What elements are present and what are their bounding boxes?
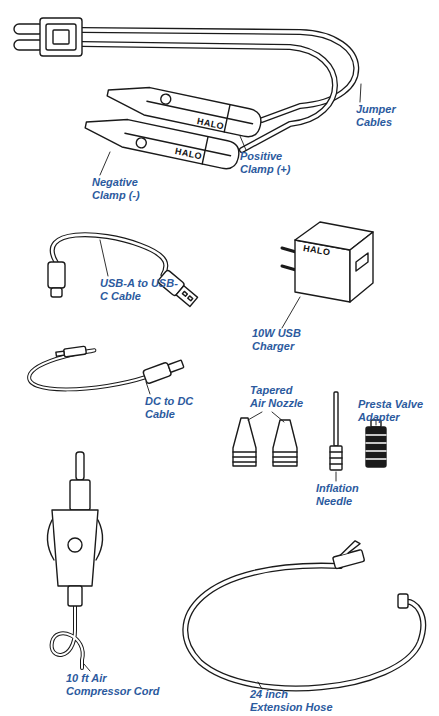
negative-clamp (202, 137, 208, 164)
inflation-needle (330, 457, 342, 458)
extension-hose (185, 566, 423, 689)
presta-adapter (366, 450, 386, 451)
presta-adapter (366, 427, 386, 467)
leader-lines (248, 412, 262, 420)
tapered-nozzle (233, 418, 256, 466)
car-plug-cord (52, 605, 83, 668)
tapered-nozzle (273, 451, 297, 452)
leader-lines (282, 297, 300, 328)
usb-charger (295, 240, 350, 302)
ec5-plug (46, 24, 76, 50)
dc-cable (168, 360, 184, 372)
car-plug-cord (47, 520, 54, 560)
part-label: Positive Clamp (+) (240, 150, 298, 176)
leader-lines (360, 84, 361, 102)
dc-cable (143, 357, 185, 384)
inflation-needle (330, 463, 342, 464)
car-plug-cord (47, 452, 102, 668)
leader-lines (84, 84, 376, 689)
usb-cable (176, 286, 198, 307)
leader-lines (258, 682, 262, 689)
inflation-needle (330, 451, 342, 452)
part-label: 24 inch Extension Hose (250, 688, 338, 714)
car-plug-cord (68, 538, 82, 552)
dc-cable (29, 346, 185, 389)
leader-lines (100, 240, 108, 276)
part-label: Tapered Air Nozzle (250, 384, 308, 410)
dc-cable (56, 346, 87, 358)
inflation-needle (330, 446, 342, 470)
leader-lines (240, 136, 246, 150)
usb-cable (48, 262, 65, 288)
dc-cable (64, 346, 87, 357)
positive-clamp (160, 93, 172, 105)
brand-logo: HALO (302, 244, 331, 258)
leader-lines (100, 152, 110, 175)
inflation-needle (334, 392, 338, 446)
tapered-nozzle (233, 461, 256, 462)
brand-logo: HALO (174, 147, 203, 162)
part-label: Jumper Cables (356, 103, 406, 129)
tapered-nozzle (233, 456, 256, 457)
negative-clamp (135, 137, 147, 149)
leader-lines (146, 382, 150, 394)
ec5-plug (14, 18, 82, 56)
part-label: 10 ft Air Compressor Cord (66, 672, 166, 698)
car-plug-cord (76, 452, 84, 480)
extension-hose (338, 540, 362, 555)
negative-clamp (83, 111, 241, 171)
tapered-nozzle (273, 456, 297, 457)
inflation-needle (330, 392, 342, 470)
part-label: Presta Valve Adapter (358, 398, 428, 424)
dc-cable (29, 350, 146, 389)
extension-hose (185, 540, 423, 689)
presta-adapter (366, 434, 386, 435)
part-label: USB-A to USB-C Cable (100, 277, 178, 303)
dc-cable (29, 350, 146, 389)
usb-cable (51, 288, 62, 297)
leader-lines (84, 664, 90, 671)
extension-hose (398, 594, 408, 608)
brand-logo: HALO (196, 117, 225, 132)
part-label: DC to DC Cable (145, 395, 197, 421)
part-label: Inflation Needle (316, 482, 371, 508)
tapered-nozzle (233, 451, 256, 452)
car-plug-cord (52, 605, 83, 668)
usb-cable (188, 296, 193, 301)
car-plug-cord (96, 520, 103, 560)
car-plug-cord (52, 510, 98, 586)
positive-clamp (224, 105, 230, 132)
usb-charger (282, 222, 373, 302)
ec5-plug (53, 30, 69, 44)
leader-lines (336, 472, 337, 481)
negative-clamp (83, 111, 241, 171)
presta-adapter (366, 458, 386, 459)
presta-adapter (366, 420, 386, 467)
usb-cable (52, 235, 166, 275)
usb-charger (350, 232, 373, 302)
usb-cable (182, 291, 187, 296)
leader-lines (272, 412, 284, 422)
usb-charger (282, 266, 296, 270)
usb-cable (52, 235, 166, 275)
part-label: 10W USB Charger (252, 327, 307, 353)
part-label: Negative Clamp (-) (92, 176, 150, 202)
car-plug-cord (68, 586, 82, 606)
tapered-nozzle (273, 461, 297, 462)
extension-hose (330, 540, 365, 569)
extension-hose (185, 566, 423, 689)
tapered-nozzle (233, 418, 297, 466)
usb-charger (356, 253, 368, 271)
dc-cable (143, 362, 172, 384)
presta-adapter (366, 442, 386, 443)
usb-charger (282, 248, 296, 252)
dc-cable (56, 351, 64, 356)
ec5-plug (40, 18, 82, 56)
car-plug-cord (70, 480, 90, 510)
usb-cable (48, 235, 199, 308)
tapered-nozzle (273, 420, 297, 466)
